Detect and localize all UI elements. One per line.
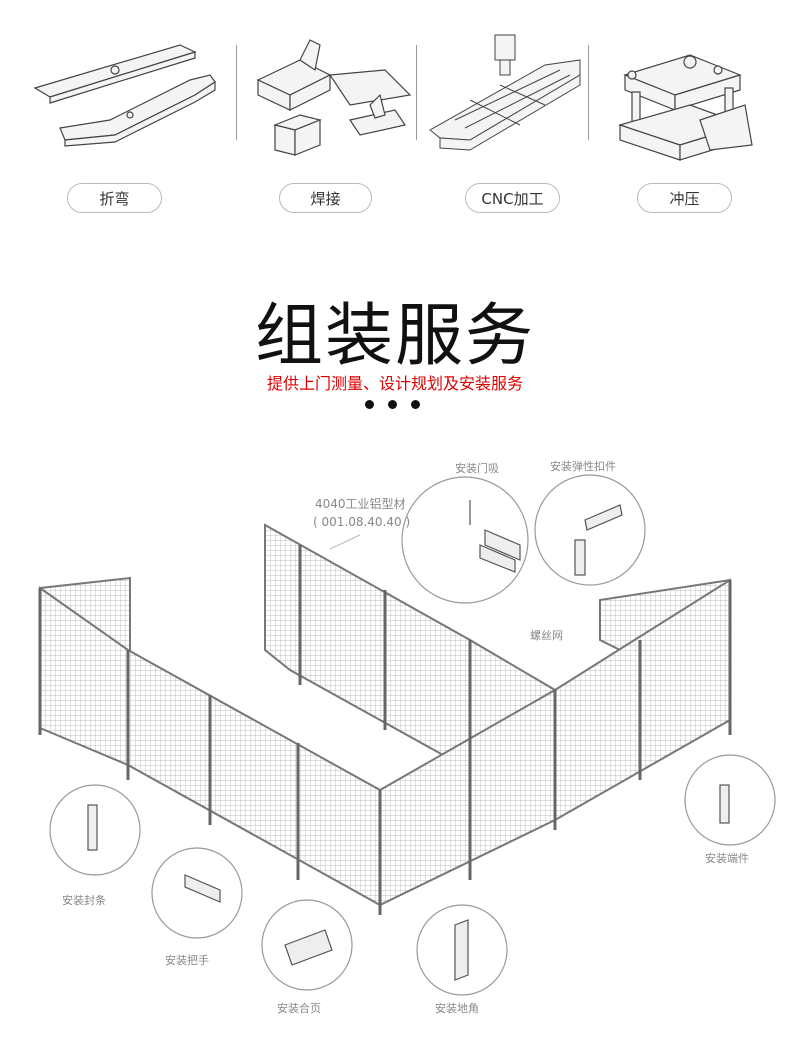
mesh-label: 螺丝网 — [530, 629, 563, 642]
hinge-label: 安装合页 — [277, 1002, 321, 1015]
service-bending-tag: 折弯 — [67, 183, 162, 213]
divider — [588, 45, 589, 140]
dots-decoration — [365, 400, 420, 409]
seal-strip-label: 安装封条 — [62, 894, 106, 907]
end-piece-detail — [684, 754, 776, 846]
handle-detail — [151, 847, 243, 939]
profile-code: ( 001.08.40.40 ) — [313, 515, 411, 529]
cnc-machining-icon — [429, 34, 581, 151]
door-stop-detail — [401, 476, 529, 604]
fence-panel — [264, 523, 471, 772]
section-subtitle: 提供上门测量、设计规划及安装服务 — [266, 374, 523, 393]
divider — [416, 45, 417, 140]
section-title: 组装服务 — [254, 297, 535, 376]
divider — [236, 45, 237, 140]
service-welding-tag: 焊接 — [279, 183, 372, 213]
stamping-die-icon — [617, 54, 753, 161]
welded-parts-icon — [256, 39, 412, 156]
elastic-clip-detail — [534, 474, 646, 586]
foot-label: 安装地角 — [435, 1002, 479, 1015]
end-piece-label: 安装端件 — [705, 852, 749, 865]
handle-label: 安装把手 — [165, 954, 209, 967]
service-illustrations — [33, 34, 753, 161]
door-stop-label: 安装门吸 — [455, 462, 499, 475]
elastic-clip-label: 安装弹性扣件 — [550, 460, 616, 473]
bent-metal-icon — [33, 44, 216, 147]
service-cnc-tag: CNC加工 — [465, 183, 560, 213]
profile-label: 4040工业铝型材 — [315, 497, 406, 511]
service-stamping-tag: 冲压 — [637, 183, 732, 213]
